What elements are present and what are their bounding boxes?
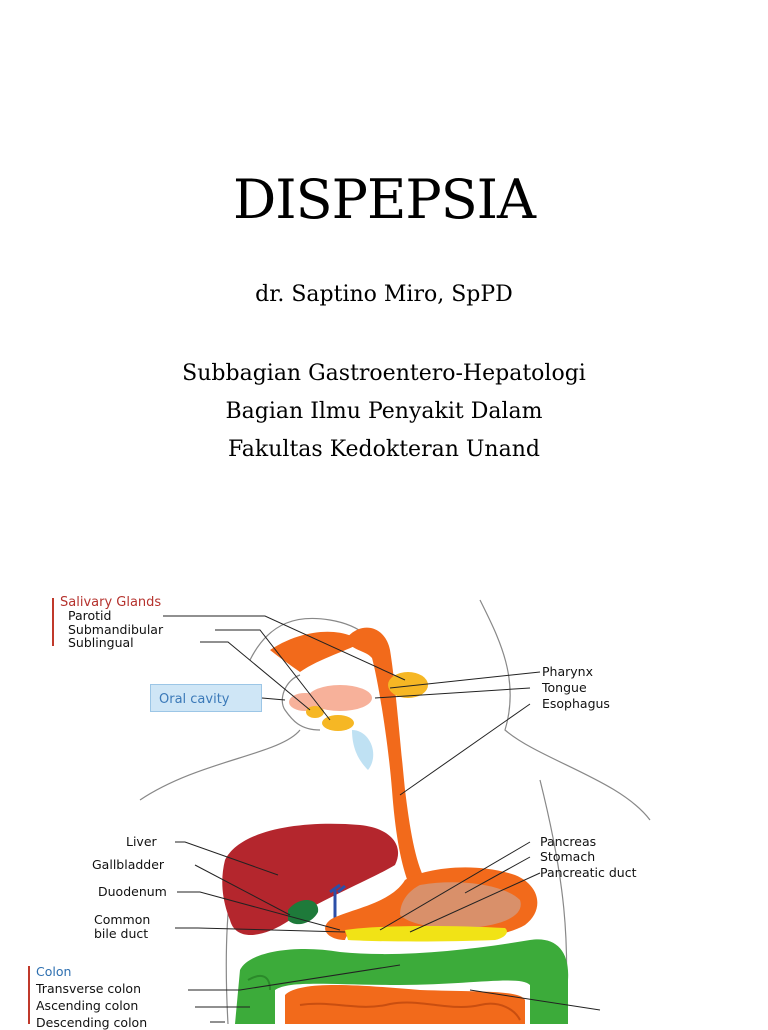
colon-label: Colon	[36, 964, 72, 979]
parotid-label: Parotid	[68, 608, 112, 623]
pharynx-label: Pharynx	[542, 664, 593, 679]
colon-group-bar	[28, 966, 30, 1024]
bile-duct-label: bile duct	[94, 926, 149, 941]
author-name: dr. Saptino Miro, SpPD	[255, 282, 513, 307]
tongue-label: Tongue	[542, 680, 587, 695]
affiliation-line-1: Subbagian Gastroentero-Hepatologi	[182, 361, 586, 386]
oral-cavity-box: Oral cavity	[150, 684, 262, 712]
ascending-colon-label: Ascending colon	[36, 998, 139, 1013]
oral-cavity-label: Oral cavity	[159, 692, 230, 707]
pancreas-label: Pancreas	[540, 834, 597, 849]
gallbladder-label: Gallbladder	[92, 857, 165, 872]
liver-label: Liver	[126, 834, 157, 849]
salivary-group-bar	[52, 598, 54, 646]
descending-colon-label: Descending colon	[36, 1015, 148, 1030]
sublingual-label: Sublingual	[68, 635, 134, 650]
pancreatic-duct-label: Pancreatic duct	[540, 865, 637, 880]
affiliation-line-3: Fakultas Kedokteran Unand	[228, 437, 540, 462]
digestive-illustration	[139, 599, 651, 1024]
submandibular-label: Submandibular	[68, 622, 164, 637]
transverse-colon-label: Transverse colon	[36, 981, 141, 996]
common-label: Common	[94, 912, 151, 927]
slide-title: DISPEPSIA	[232, 168, 536, 231]
salivary-glands-label: Salivary Glands	[60, 595, 162, 610]
stomach-label: Stomach	[540, 849, 596, 864]
affiliation-line-2: Bagian Ilmu Penyakit Dalam	[225, 399, 543, 424]
digestive-system-diagram: Salivary Glands Parotid Submandibular Su…	[0, 580, 768, 1029]
duodenum-label: Duodenum	[98, 884, 167, 899]
esophagus-label: Esophagus	[542, 696, 610, 711]
